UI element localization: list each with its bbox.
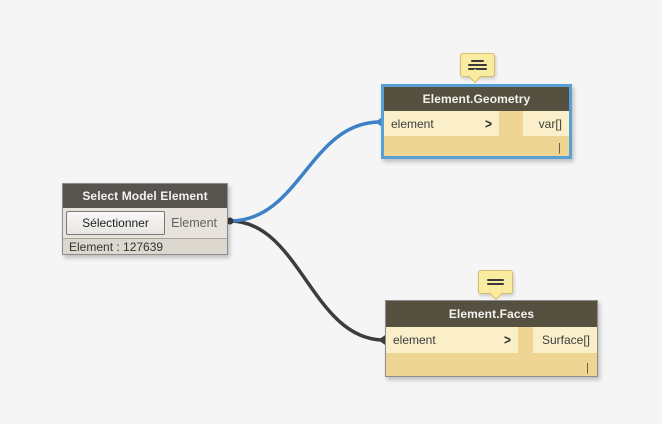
output-port-var[interactable]: var[]: [523, 111, 569, 136]
input-port-label: element: [391, 116, 434, 131]
lacing-indicator: |: [586, 362, 589, 374]
node-header-element-faces[interactable]: Element.Faces: [386, 301, 597, 327]
node-select-model-element[interactable]: Select Model Element Sélectionner Elemen…: [62, 183, 228, 255]
output-port-label: var[]: [538, 116, 562, 131]
chevron-right-icon: >: [503, 331, 511, 349]
node-element-faces[interactable]: Element.Faces element > Surface[] |: [385, 300, 598, 377]
output-port-element[interactable]: Element: [171, 216, 217, 230]
node-title: Element.Geometry: [422, 92, 531, 106]
chevron-right-icon: >: [484, 115, 492, 132]
select-element-button[interactable]: Sélectionner: [66, 211, 165, 235]
node-title: Element.Faces: [448, 307, 535, 321]
wire-select-to-faces[interactable]: [228, 219, 386, 342]
input-port-element[interactable]: element >: [384, 111, 499, 136]
node-header-select-model-element[interactable]: Select Model Element: [63, 184, 227, 208]
node-element-geometry[interactable]: Element.Geometry element > var[] |: [381, 84, 572, 159]
selected-element-value: Element : 127639: [69, 239, 164, 254]
output-port-connector-dot[interactable]: [226, 217, 234, 225]
wire-select-to-geometry[interactable]: [228, 120, 382, 223]
node-header-element-geometry[interactable]: Element.Geometry: [384, 87, 569, 111]
comment-bubble-icon[interactable]: [478, 270, 513, 294]
lacing-indicator: |: [558, 142, 561, 154]
node-title: Select Model Element: [82, 189, 208, 203]
input-port-connector-faces-icon: [378, 334, 386, 346]
input-port-element[interactable]: element >: [386, 327, 518, 353]
input-port-label: element: [393, 333, 436, 347]
comment-bubble-icon[interactable]: [460, 53, 495, 77]
output-port-surface[interactable]: Surface[]: [533, 327, 597, 353]
output-port-label: Surface[]: [541, 333, 590, 347]
